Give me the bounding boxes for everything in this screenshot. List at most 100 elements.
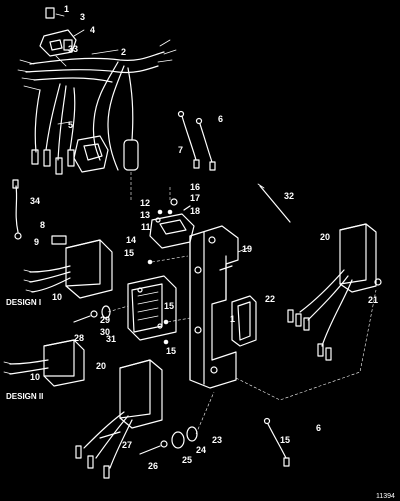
wire-terminal xyxy=(87,455,94,469)
lower-jumper-wire xyxy=(263,417,290,467)
screw-21 xyxy=(374,278,382,286)
harness-wire xyxy=(33,77,113,83)
screw-14 xyxy=(147,259,153,265)
wire-terminal xyxy=(283,457,290,467)
callout-3: 3 xyxy=(80,12,85,22)
wire-34-ring xyxy=(14,232,22,240)
wire-ring xyxy=(177,110,185,118)
callout-20-right: 20 xyxy=(320,232,330,242)
nut-12 xyxy=(157,209,163,215)
harness-branch xyxy=(69,87,76,151)
design-two-face xyxy=(43,339,75,377)
screw-32 xyxy=(259,185,291,223)
bracket-hole xyxy=(194,326,202,334)
mounting-bracket-19 xyxy=(189,225,249,389)
lower-hardware xyxy=(139,426,198,455)
harness-27 xyxy=(99,431,121,439)
wire-34 xyxy=(15,185,19,233)
clip-9 xyxy=(51,235,67,245)
wire-ends xyxy=(17,59,41,91)
bracket-outline xyxy=(189,225,239,389)
wire-ends xyxy=(23,269,35,293)
wire-ring xyxy=(263,417,271,425)
callout-16: 16 xyxy=(190,182,200,192)
callout-7: 7 xyxy=(178,145,183,155)
callout-15-c: 15 xyxy=(166,346,176,356)
callout-24: 24 xyxy=(196,445,206,455)
design-one-face xyxy=(65,239,101,287)
wire-terminal xyxy=(209,161,216,171)
screw-26 xyxy=(139,445,161,455)
assembly-line xyxy=(107,305,129,313)
callout-15-a: 15 xyxy=(124,248,134,258)
clamp-22 xyxy=(231,295,257,347)
module-wire xyxy=(299,269,345,313)
part-1-top xyxy=(45,7,55,19)
module-20l-wire xyxy=(95,415,129,459)
callout-15-d: 15 xyxy=(280,435,290,445)
leader-line xyxy=(237,247,249,253)
screw-15 xyxy=(163,319,169,325)
callout-2: 2 xyxy=(121,47,126,57)
module-wire xyxy=(321,279,353,347)
bracket-slot xyxy=(219,255,233,301)
design-one-wire xyxy=(29,271,71,283)
wiring-harness xyxy=(17,39,177,200)
harness-plug xyxy=(123,139,139,171)
screw-15 xyxy=(163,339,169,345)
module-screw xyxy=(157,323,163,329)
washer-13 xyxy=(155,217,161,223)
design-two-body xyxy=(43,339,85,387)
module-31-body xyxy=(127,275,177,341)
callout-1: 1 xyxy=(64,4,69,14)
callout-8: 8 xyxy=(40,220,45,230)
jumper-wire-6 xyxy=(199,123,213,163)
harness-wire xyxy=(107,65,125,171)
leader-line xyxy=(55,55,67,67)
module-20-right xyxy=(287,223,382,361)
design-two-wire xyxy=(9,367,49,375)
washer-16 xyxy=(170,198,178,206)
module-screw xyxy=(137,287,143,293)
callout-31: 31 xyxy=(106,334,116,344)
assembly-line xyxy=(151,255,189,263)
leader-line xyxy=(91,49,119,55)
harness-wire xyxy=(29,51,165,65)
callout-4: 4 xyxy=(90,25,95,35)
wire-terminal xyxy=(325,347,332,361)
callout-30: 30 xyxy=(100,327,110,337)
callout-20-left: 20 xyxy=(96,361,106,371)
grommet-30 xyxy=(101,305,111,319)
callout-23: 23 xyxy=(212,435,222,445)
figure-code: 11394 xyxy=(376,493,395,500)
module-31-fins xyxy=(137,291,159,321)
screw-32-head xyxy=(257,183,265,189)
callout-1-lower: 1 xyxy=(230,314,235,324)
callout-5: 5 xyxy=(68,120,73,130)
wire-ends xyxy=(3,361,13,375)
callout-18: 18 xyxy=(190,206,200,216)
design-one-module xyxy=(23,235,113,299)
harness-wire xyxy=(92,61,119,161)
module-20l-wire xyxy=(109,419,133,469)
wire-terminal xyxy=(55,157,63,175)
harness-connector-face xyxy=(83,143,103,161)
wire-terminal xyxy=(67,149,75,167)
wire-terminal xyxy=(317,343,324,357)
module-wire xyxy=(307,275,349,321)
callout-19: 19 xyxy=(242,244,252,254)
bushing-23 xyxy=(186,426,198,442)
wire-ring xyxy=(195,117,203,125)
bracket-hole xyxy=(194,266,202,274)
callout-33: 33 xyxy=(68,44,78,54)
grommet-24 xyxy=(171,431,185,449)
callout-6-upper: 6 xyxy=(218,114,223,124)
callout-26: 26 xyxy=(148,461,158,471)
callout-34: 34 xyxy=(30,196,40,206)
module-20l-face xyxy=(119,359,151,419)
wire-terminal xyxy=(193,159,200,169)
callout-13: 13 xyxy=(140,210,150,220)
module-31 xyxy=(127,275,177,341)
module-20-left xyxy=(75,359,163,479)
